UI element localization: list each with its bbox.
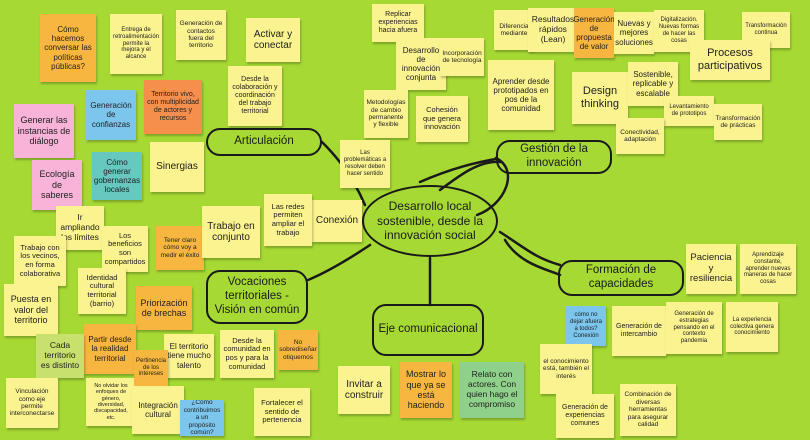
link-formacion-wave [498,230,562,267]
note-levantamiento[interactable]: Levantamiento de prototipos [664,96,714,126]
note-no-olvidar[interactable]: No olvidar los enfoques de género, diver… [86,378,136,426]
note-priorizacion[interactable]: Priorización de brechas [136,286,192,330]
note-procesos-participativos[interactable]: Procesos participativos [690,40,770,80]
note-ecologia-saberes[interactable]: Ecología de saberes [32,160,82,210]
note-desarrollo-innovacion[interactable]: Desarrollo de innovación conjunta [396,38,446,90]
note-como-hacemos[interactable]: Cómo hacemos conversar las políticas púb… [40,14,96,82]
note-entrega[interactable]: Entrega de retroalimentación permite la … [110,14,162,74]
note-generacion-propuesta[interactable]: Generación de propuesta de valor [574,8,614,58]
note-aprendizaje-constante[interactable]: Aprendizaje constante, aprender nuevas m… [740,244,796,294]
note-como-no-dejar[interactable]: cómo no dejar afuera a todos? Conexión [566,306,606,346]
hub-gestion-innovacion[interactable]: Gestión de la innovación [496,140,612,174]
note-trabajo-conjunto[interactable]: Trabajo en conjunto [202,206,260,258]
note-paciencia[interactable]: Paciencia y resiliencia [686,244,736,294]
note-conexion[interactable]: Conexión [312,200,362,242]
note-generacion-experiencias[interactable]: Generación de experiencias comunes [556,394,614,438]
note-generacion-confianzas[interactable]: Generación de confianzas [86,90,136,140]
note-generacion-intercambio[interactable]: Generación de intercambio [612,306,666,356]
note-conectividad[interactable]: Conectividad, adaptación [616,118,664,154]
note-fortalecer[interactable]: Fortalecer el sentido de pertenencia [254,388,310,436]
hub-articulacion[interactable]: Articulación [206,128,322,156]
note-pertinencia[interactable]: Pertinencia de los intereses [134,350,168,386]
note-desde-colaboracion[interactable]: Desde la colaboración y coordinación del… [228,66,282,126]
note-generar-instancias[interactable]: Generar las instancias de diálogo [14,104,74,158]
note-cohesion[interactable]: Cohesión que genera innovación [416,96,468,142]
note-no-sobredisenar[interactable]: No sobrediseñar otiquemos [278,330,318,370]
note-diferencia[interactable]: Diferencia mediante [494,10,534,50]
note-design-thinking[interactable]: Design thinking [572,72,628,124]
note-nuevas-mejores[interactable]: Nuevas y mejores soluciones [614,12,654,54]
note-como-generar[interactable]: Cómo generar gobernanzas locales [92,152,142,200]
hub-formacion-capacidades[interactable]: Formación de capacidades [558,260,684,296]
note-transformacion-practicas[interactable]: Transformación de prácticas [714,104,762,140]
note-generacion-contactos[interactable]: Generación de contactos fuera del territ… [176,10,226,60]
note-tener-claro[interactable]: Tener claro cómo voy a medir el éxito [156,226,204,270]
note-relato[interactable]: Relato con actores. Con quien hago el co… [460,362,524,418]
note-invitar[interactable]: Invitar a construir [338,366,390,414]
note-activar[interactable]: Activar y conectar [246,18,300,62]
hub-eje-comunicacional[interactable]: Eje comunicacional [372,304,484,356]
note-resultados[interactable]: Resultados rápidos (Lean) [528,8,578,52]
note-integracion[interactable]: Integración cultural [132,386,184,434]
note-metodologias[interactable]: Metodologías de cambio permanente y flex… [364,90,408,138]
note-puesta-valor[interactable]: Puesta en valor del territorio [4,284,58,336]
note-cada-territorio[interactable]: Cada territorio es distinto [36,334,84,378]
link-formacion-curve [503,238,562,277]
note-como-contribuimos[interactable]: ¿Cómo contribuimos a un propósito común? [180,400,224,436]
note-desde-comunidad[interactable]: Desde la comunidad en pos y para la comu… [220,330,274,378]
note-sinergias[interactable]: Sinergias [150,142,204,192]
note-combinacion[interactable]: Combinación de diversas herramientas par… [620,384,676,436]
note-problematicas[interactable]: Las problemáticas a resolver deben hacer… [340,140,390,188]
hub-vocaciones-territoriales[interactable]: Vocaciones territoriales - Visión en com… [206,270,308,324]
central-topic[interactable]: Desarrollo local sostenible, desde la in… [362,185,498,257]
note-territorio-vivo[interactable]: Territorio vivo, con multiplicidad de ac… [144,80,202,134]
note-incorporacion[interactable]: Incorporación de tecnología [440,38,484,76]
note-beneficios[interactable]: Los beneficios son compartidos [102,226,148,272]
note-mostrar[interactable]: Mostrar lo que ya se está haciendo [400,362,452,418]
note-partir[interactable]: Partir desde la realidad territorial [84,324,136,374]
note-redes[interactable]: Las redes permiten ampliar el trabajo [264,194,312,246]
note-conocimiento[interactable]: el conocimiento está, también el interés [540,344,592,394]
note-generacion-estrategias[interactable]: Generación de estrategias pensando en el… [666,302,722,354]
note-vinculacion[interactable]: Vinculación como eje permite interconect… [6,378,58,428]
link-vocaciones [306,243,372,282]
note-replicar[interactable]: Replicar experiencias hacia afuera [372,4,424,42]
note-aprender[interactable]: Aprender desde prototipados en pos de la… [488,60,554,130]
note-identidad[interactable]: Identidad cultural territorial (barrio) [78,268,126,314]
note-trabajo-vecinos[interactable]: Trabajo con los vecinos, en forma colabo… [14,236,66,286]
note-territorio-talento[interactable]: El territorio tiene mucho talento [164,334,214,378]
note-experiencia-colectiva[interactable]: La experiencia colectiva genera conocimi… [726,302,778,352]
